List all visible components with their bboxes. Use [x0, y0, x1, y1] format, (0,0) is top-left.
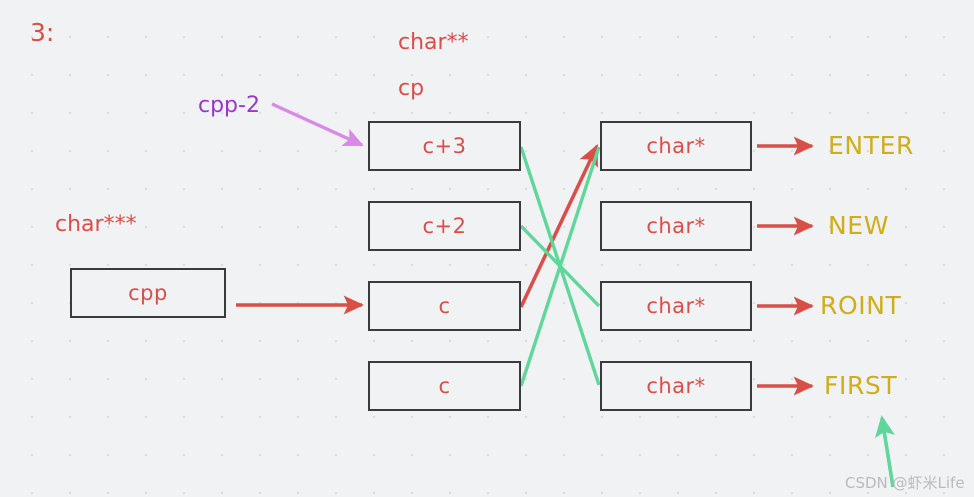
target-label-2: ROINT — [820, 291, 902, 320]
cpp-box-value: cpp — [128, 281, 168, 305]
cp-cell-1-value: c+2 — [422, 214, 467, 238]
cpp-box[interactable]: cpp — [70, 268, 226, 318]
string-cell-1-value: char* — [646, 214, 706, 238]
link-cplus2-to-string2 — [519, 224, 601, 308]
label-char-double-star: char** — [398, 30, 469, 55]
string-cell-0[interactable]: char* — [600, 121, 752, 171]
target-label-3: FIRST — [824, 371, 898, 400]
cp-cell-0[interactable]: c+3 — [368, 121, 521, 171]
cp-cell-2[interactable]: c — [368, 281, 521, 331]
string-cell-3[interactable]: char* — [600, 361, 752, 411]
string-cell-3-value: char* — [646, 374, 706, 398]
string-cell-2-value: char* — [646, 294, 706, 318]
arrow-c-to-string0 — [519, 144, 599, 308]
label-char-triple-star: char*** — [55, 212, 137, 237]
cp-cell-1[interactable]: c+2 — [368, 201, 521, 251]
link-cplus3-to-string3 — [519, 146, 601, 386]
string-cell-1[interactable]: char* — [600, 201, 752, 251]
arrow-cpp2-to-cplus3 — [271, 102, 364, 147]
cp-cell-2-value: c — [438, 294, 451, 318]
cp-cell-3-value: c — [438, 374, 451, 398]
page-title: 3: — [30, 18, 55, 47]
watermark-text: CSDN @虾米Life — [845, 474, 965, 492]
cp-cell-3[interactable]: c — [368, 361, 521, 411]
string-cell-0-value: char* — [646, 134, 706, 158]
label-cpp-minus-2: cpp-2 — [198, 93, 260, 118]
target-label-1: NEW — [828, 211, 890, 240]
label-cp: cp — [398, 76, 425, 101]
target-label-0: ENTER — [828, 131, 914, 160]
link-c-to-string0 — [519, 146, 601, 387]
string-cell-2[interactable]: char* — [600, 281, 752, 331]
cp-cell-0-value: c+3 — [422, 134, 467, 158]
